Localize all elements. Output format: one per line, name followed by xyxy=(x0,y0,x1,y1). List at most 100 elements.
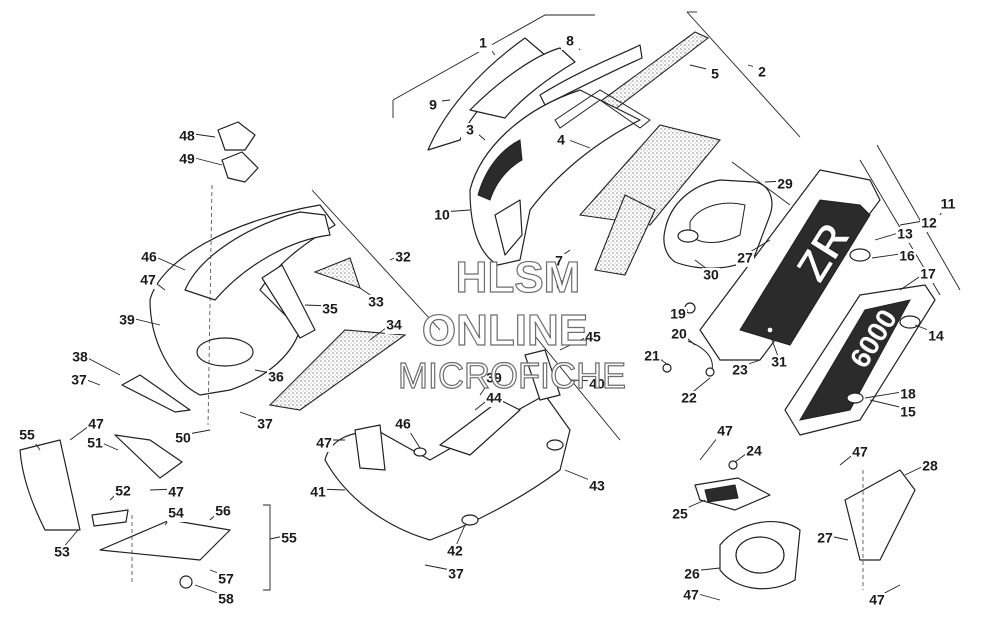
callout-halo xyxy=(256,417,274,433)
hardware-group xyxy=(662,302,774,377)
clip-21 xyxy=(662,363,672,373)
callout-label: 50 xyxy=(175,430,191,446)
callout-label: 31 xyxy=(771,354,787,370)
vent-grille-25 xyxy=(704,484,739,503)
grommet-42 xyxy=(461,514,479,526)
grommet-16 xyxy=(849,248,871,262)
callout-label: 29 xyxy=(777,176,793,192)
callout-halo xyxy=(178,129,196,145)
foam-pad-4-lower xyxy=(594,194,656,276)
callout-halo xyxy=(745,444,763,460)
callout-halo xyxy=(433,208,451,224)
headlight-cover-30 xyxy=(663,179,773,269)
hood-side-3 xyxy=(494,199,523,256)
hood-group xyxy=(392,11,801,276)
callout-label: 32 xyxy=(395,249,411,265)
callout-label: 48 xyxy=(179,128,195,144)
callout-halo xyxy=(588,479,606,495)
headlight-lens xyxy=(689,202,746,243)
callout-halo xyxy=(770,355,788,371)
callout-label: 15 xyxy=(900,404,916,420)
callout-label: 52 xyxy=(115,483,131,499)
callout-halo xyxy=(367,295,385,311)
rail-45 xyxy=(524,349,561,401)
callout-label: 58 xyxy=(218,591,234,607)
callout-halo xyxy=(736,251,754,267)
watermark-line-3: MICROFICHE xyxy=(398,355,626,396)
callout-label: 36 xyxy=(268,369,284,385)
callout-label: 22 xyxy=(681,390,697,406)
callout-halo xyxy=(87,417,105,433)
callout-halo xyxy=(214,504,232,520)
callout-halo xyxy=(114,484,132,500)
callout-halo xyxy=(899,387,917,403)
callout-halo xyxy=(670,327,688,343)
watermark-line-1: HLSM xyxy=(456,253,581,302)
callout-label: 40 xyxy=(589,376,605,392)
left-bellypan-group xyxy=(121,121,441,426)
callout-halo xyxy=(424,98,442,114)
center-bellypan-group xyxy=(324,329,621,541)
callout-halo xyxy=(550,254,568,270)
callout-label: 37 xyxy=(71,372,87,388)
callout-halo xyxy=(682,588,700,604)
callout-halo xyxy=(167,506,185,522)
callout-halo xyxy=(898,249,916,265)
callout-label: 13 xyxy=(897,226,913,242)
side-panel-group: ZR 6000 xyxy=(699,144,961,436)
callout-halo xyxy=(584,330,602,346)
callout-label: 33 xyxy=(368,294,384,310)
callout-halo xyxy=(474,36,492,52)
callout-halo xyxy=(552,133,570,149)
model-decal xyxy=(798,299,911,421)
panel-38 xyxy=(121,374,191,413)
callout-label: 42 xyxy=(447,543,463,559)
callout-label: 26 xyxy=(684,566,700,582)
callout-halo xyxy=(18,428,36,444)
callout-halo xyxy=(461,123,479,139)
callout-label: 16 xyxy=(899,248,915,264)
callout-label: 49 xyxy=(179,151,195,167)
bracket-1 xyxy=(392,14,595,101)
gasket-48 xyxy=(217,121,256,151)
callout-label: 39 xyxy=(119,312,135,328)
callout-halo xyxy=(920,216,938,232)
callout-halo xyxy=(485,391,503,407)
callout-label: 20 xyxy=(671,326,687,342)
callout-label: 55 xyxy=(19,427,35,443)
callout-label: 7 xyxy=(555,253,563,269)
gasket-49 xyxy=(221,151,259,183)
callout-halo xyxy=(485,371,503,387)
callout-halo xyxy=(118,313,136,329)
callout-halo xyxy=(71,350,89,366)
callout-label: 47 xyxy=(140,272,156,288)
callout-halo xyxy=(267,370,285,386)
panel-28 xyxy=(844,469,916,561)
callout-halo xyxy=(394,250,412,266)
callout-label: 27 xyxy=(817,530,833,546)
callout-label: 47 xyxy=(88,416,104,432)
bracket-2 xyxy=(686,11,801,138)
callout-halo xyxy=(447,567,465,583)
bracket-55b xyxy=(263,504,271,591)
callout-label: 18 xyxy=(900,386,916,402)
callout-halo xyxy=(167,485,185,501)
callout-halo xyxy=(139,273,157,289)
callout-label: 21 xyxy=(644,348,660,364)
callout-halo xyxy=(896,227,914,243)
zr-decal xyxy=(739,199,871,346)
foam-pad-33 xyxy=(313,257,361,289)
callout-label: 54 xyxy=(168,505,184,521)
callout-halo xyxy=(702,268,720,284)
callout-halo xyxy=(927,329,945,345)
clip-22 xyxy=(705,367,715,377)
side-wall-41 xyxy=(354,424,386,471)
callout-label: 47 xyxy=(168,484,184,500)
bracket-35 xyxy=(261,264,316,339)
callout-label: 53 xyxy=(54,544,70,560)
bracket-32 xyxy=(311,189,441,331)
callout-halo xyxy=(446,544,464,560)
callout-label: 56 xyxy=(215,503,231,519)
clip-24 xyxy=(728,460,738,470)
